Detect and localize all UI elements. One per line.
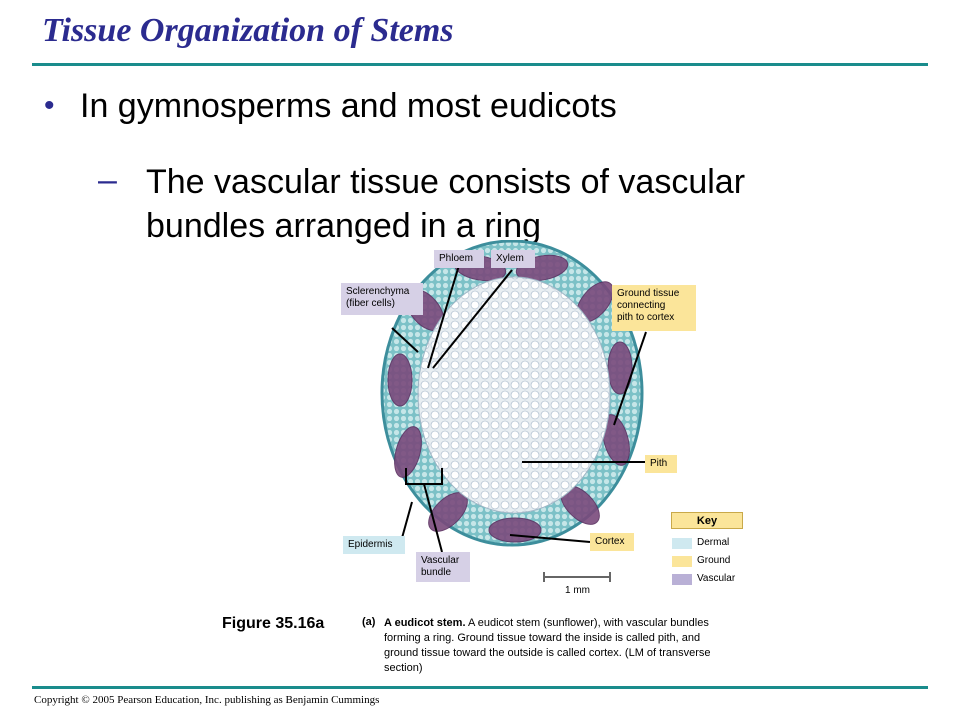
key-swatch-dermal <box>672 538 692 549</box>
caption-letter: (a) <box>362 616 376 628</box>
key-label-dermal: Dermal <box>697 537 730 548</box>
sub-bullet-dash-icon: – <box>98 161 117 199</box>
sclerenchyma-label: Sclerenchyma (fiber cells) <box>341 283 423 315</box>
xylem-label: Xylem <box>491 250 535 268</box>
key-label-ground: Ground <box>697 555 731 566</box>
footer-divider <box>32 686 928 689</box>
bullet-item: • In gymnosperms and most eudicots <box>44 86 617 126</box>
pith-label: Pith <box>645 455 677 473</box>
copyright-text: Copyright © 2005 Pearson Education, Inc.… <box>34 694 380 706</box>
slide-title: Tissue Organization of Stems <box>42 12 454 49</box>
vascular-bundle-label: Vascular bundle <box>416 552 470 582</box>
key-title: Key <box>671 512 743 529</box>
sub-bullet-item: – The vascular tissue consists of vascul… <box>98 160 826 248</box>
cortex-label: Cortex <box>590 533 634 551</box>
caption-text: A eudicot stem (sunflower), with vascula… <box>384 617 711 674</box>
scale-bar <box>543 572 611 582</box>
bullet-dot-icon: • <box>44 89 55 122</box>
bullet-text: In gymnosperms and most eudicots <box>80 87 617 125</box>
scale-bar-label: 1 mm <box>565 585 590 596</box>
caption-bold: A eudicot stem. <box>384 617 466 629</box>
figure-caption: A eudicot stem. A eudicot stem (sunflowe… <box>384 616 714 676</box>
ground-tissue-label: Ground tissue connecting pith to cortex <box>612 285 696 331</box>
phloem-label: Phloem <box>434 250 484 268</box>
key-label-vascular: Vascular <box>697 573 736 584</box>
figure-number: Figure 35.16a <box>222 615 325 632</box>
stem-cross-section-image <box>380 240 648 553</box>
key-swatch-vascular <box>672 574 692 585</box>
key-swatch-ground <box>672 556 692 567</box>
sub-bullet-text: The vascular tissue consists of vascular… <box>146 163 746 245</box>
epidermis-label: Epidermis <box>343 536 405 554</box>
title-divider <box>32 63 928 66</box>
